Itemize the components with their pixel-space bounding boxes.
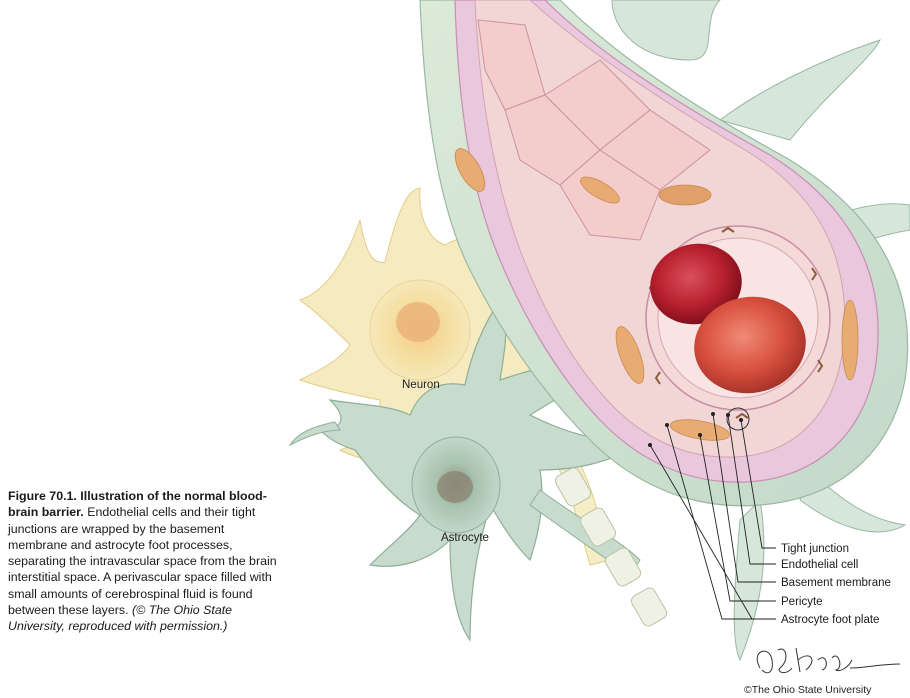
neuron-label: Neuron [402, 379, 440, 391]
endothelial-cell-label: Endothelial cell [781, 559, 858, 571]
copyright-notice: ©The Ohio State University [744, 684, 871, 696]
astrocyte-foot-plate-label: Astrocyte foot plate [781, 614, 879, 626]
figure-caption: Figure 70.1. Illustration of the normal … [8, 488, 278, 635]
pericyte-label: Pericyte [781, 596, 823, 608]
astrocyte-label: Astrocyte [441, 532, 489, 544]
caption-body: Endothelial cells and their tight juncti… [8, 505, 277, 617]
artist-signature [757, 648, 900, 673]
basement-membrane-label: Basement membrane [781, 577, 891, 589]
tight-junction-label: Tight junction [781, 543, 849, 555]
